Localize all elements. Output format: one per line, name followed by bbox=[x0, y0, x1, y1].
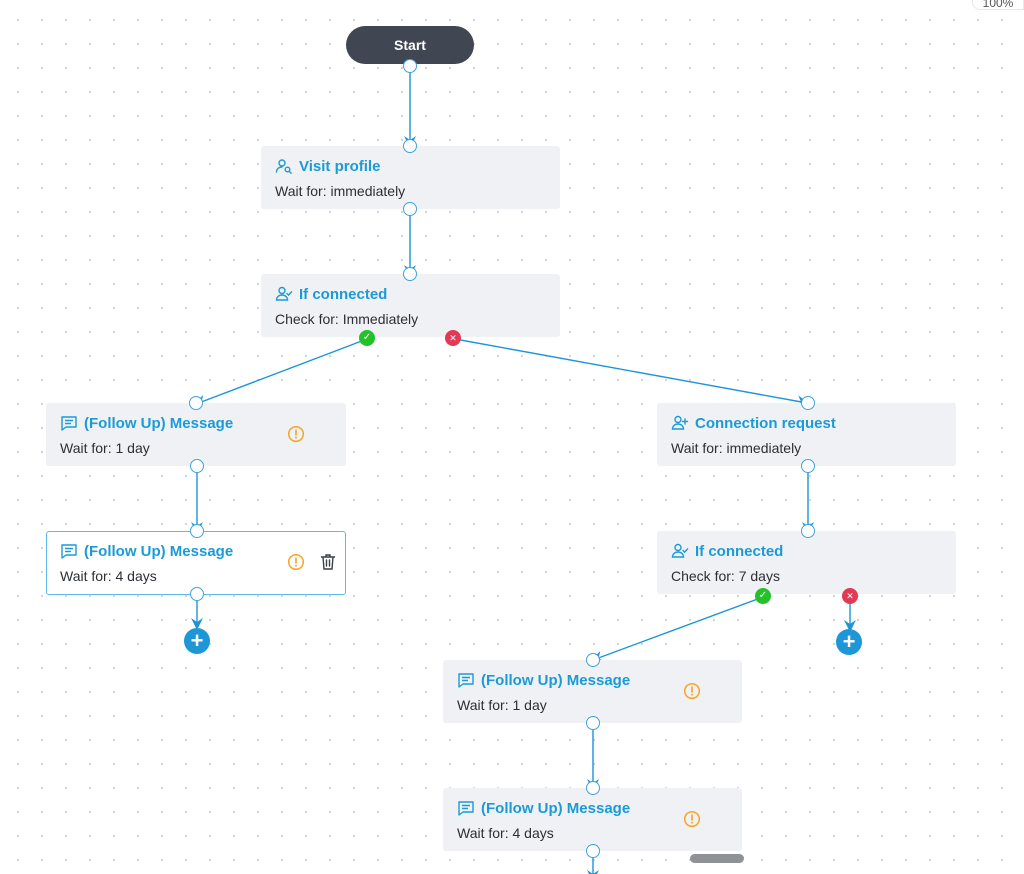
user-check-icon bbox=[275, 286, 293, 301]
visit-profile-node[interactable]: Visit profile Wait for: immediately bbox=[261, 146, 560, 209]
message-icon bbox=[458, 801, 474, 816]
node-wait-text: Wait for: immediately bbox=[275, 183, 406, 199]
follow-up-message-node[interactable]: (Follow Up) Message Wait for: 1 day bbox=[443, 660, 742, 723]
node-title-text: Visit profile bbox=[299, 157, 381, 175]
warning-icon[interactable] bbox=[683, 810, 701, 828]
warning-icon[interactable] bbox=[287, 553, 305, 571]
connection-request-input-port[interactable] bbox=[801, 396, 815, 410]
warning-icon[interactable] bbox=[683, 682, 701, 700]
add-step-button[interactable]: + bbox=[184, 628, 210, 654]
node-wait-text: Wait for: 4 days bbox=[60, 568, 157, 584]
message-input-port[interactable] bbox=[190, 524, 204, 538]
visit-profile-input-port[interactable] bbox=[403, 139, 417, 153]
user-plus-icon bbox=[671, 415, 689, 430]
message-output-port[interactable] bbox=[190, 587, 204, 601]
start-output-port[interactable] bbox=[403, 59, 417, 73]
user-search-icon bbox=[275, 159, 292, 174]
add-step-button[interactable]: + bbox=[836, 629, 862, 655]
message-output-port[interactable] bbox=[190, 459, 204, 473]
if-connected-input-port[interactable] bbox=[801, 524, 815, 538]
start-node[interactable]: Start bbox=[346, 26, 474, 64]
edge-no-connection bbox=[454, 338, 809, 408]
connection-request-node[interactable]: Connection request Wait for: immediately bbox=[657, 403, 956, 466]
visit-profile-output-port[interactable] bbox=[403, 202, 417, 216]
message-output-port[interactable] bbox=[586, 716, 600, 730]
node-check-text: Check for: 7 days bbox=[671, 568, 780, 584]
node-title: (Follow Up) Message bbox=[60, 542, 233, 560]
node-title: Visit profile bbox=[275, 157, 380, 175]
no-branch-badge[interactable]: ✕ bbox=[842, 588, 858, 604]
node-title-text: (Follow Up) Message bbox=[481, 799, 631, 817]
message-output-port[interactable] bbox=[586, 844, 600, 858]
follow-up-message-node-selected[interactable]: (Follow Up) Message Wait for: 4 days bbox=[46, 531, 346, 595]
message-input-port[interactable] bbox=[586, 781, 600, 795]
node-wait-text: Wait for: 4 days bbox=[457, 825, 554, 841]
node-title-text: If connected bbox=[299, 285, 388, 303]
user-check-icon bbox=[671, 543, 689, 558]
message-icon bbox=[61, 544, 77, 559]
node-title: (Follow Up) Message bbox=[457, 799, 630, 817]
if-connected-node[interactable]: If connected Check for: 7 days bbox=[657, 531, 956, 594]
node-title-text: Connection request bbox=[695, 414, 836, 432]
if-connected-node[interactable]: If connected Check for: Immediately bbox=[261, 274, 560, 337]
connection-request-output-port[interactable] bbox=[801, 459, 815, 473]
message-input-port[interactable] bbox=[586, 653, 600, 667]
follow-up-message-node[interactable]: (Follow Up) Message Wait for: 1 day bbox=[46, 403, 346, 466]
node-wait-text: Wait for: 1 day bbox=[60, 440, 150, 456]
if-connected-input-port[interactable] bbox=[403, 267, 417, 281]
node-wait-text: Wait for: 1 day bbox=[457, 697, 547, 713]
warning-icon[interactable] bbox=[287, 425, 305, 443]
message-icon bbox=[61, 416, 77, 431]
node-title-text: If connected bbox=[695, 542, 784, 560]
edge-yes-message bbox=[194, 338, 368, 407]
node-title: (Follow Up) Message bbox=[60, 414, 233, 432]
node-title: If connected bbox=[275, 285, 387, 303]
node-title-text: (Follow Up) Message bbox=[84, 414, 234, 432]
node-wait-text: Wait for: immediately bbox=[671, 440, 802, 456]
trash-icon[interactable] bbox=[320, 553, 336, 571]
node-title: If connected bbox=[671, 542, 783, 560]
node-title-text: (Follow Up) Message bbox=[481, 671, 631, 689]
node-title-text: (Follow Up) Message bbox=[84, 542, 234, 560]
horizontal-scrollbar[interactable] bbox=[690, 854, 744, 863]
node-check-text: Check for: Immediately bbox=[275, 311, 419, 327]
no-branch-badge[interactable]: ✕ bbox=[445, 330, 461, 346]
message-input-port[interactable] bbox=[189, 396, 203, 410]
zoom-indicator[interactable]: 100% bbox=[972, 0, 1024, 10]
node-title: Connection request bbox=[671, 414, 836, 432]
yes-branch-badge[interactable]: ✓ bbox=[755, 588, 771, 604]
message-icon bbox=[458, 673, 474, 688]
node-title: (Follow Up) Message bbox=[457, 671, 630, 689]
follow-up-message-node[interactable]: (Follow Up) Message Wait for: 4 days bbox=[443, 788, 742, 851]
yes-branch-badge[interactable]: ✓ bbox=[359, 330, 375, 346]
edge-yes2-message bbox=[591, 596, 764, 663]
